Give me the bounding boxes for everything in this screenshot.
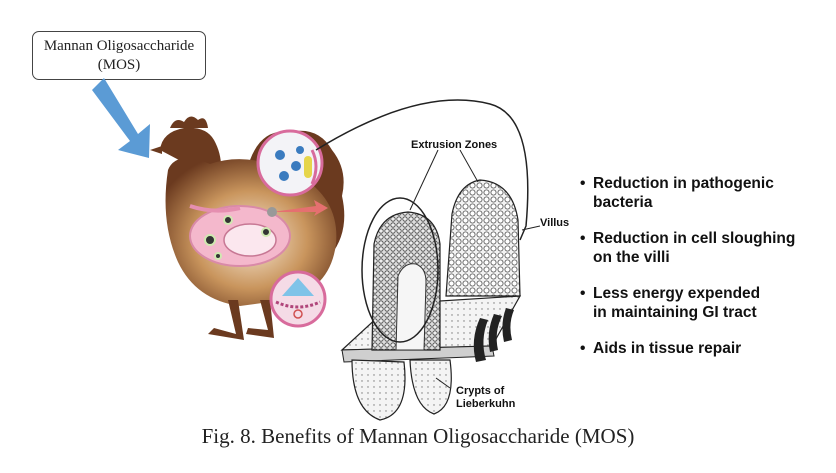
- figure-caption: Fig. 8. Benefits of Mannan Oligosacchari…: [201, 424, 635, 448]
- benefit-text: Aids in tissue repair: [593, 340, 742, 357]
- bullet-dot-icon: •: [580, 340, 586, 357]
- benefit-item: • Reduction in pathogenic bacteria: [580, 174, 830, 212]
- bacteria-magnifier-icon: [256, 129, 324, 197]
- mos-label-box: Mannan Oligosaccharide (MOS): [32, 31, 206, 80]
- blue-arrow-icon: [92, 78, 150, 158]
- villi-cross-section: [340, 149, 541, 421]
- bullet-dot-icon: •: [580, 285, 586, 302]
- benefit-item: • Less energy expended in maintaining GI…: [580, 284, 830, 322]
- connector-line: [315, 99, 529, 241]
- benefit-text: Reduction in pathogenic bacteria: [593, 175, 774, 211]
- mos-label-line2: (MOS): [97, 56, 141, 73]
- benefit-item: • Reduction in cell sloughing on the vil…: [580, 229, 830, 267]
- benefit-text: Less energy expended in maintaining GI t…: [593, 285, 761, 321]
- benefit-item: • Aids in tissue repair: [580, 339, 830, 358]
- extrusion-zones-label: Extrusion Zones: [411, 139, 497, 151]
- cells-magnifier-icon: [269, 270, 327, 328]
- benefits-list: • Reduction in pathogenic bacteria • Red…: [580, 174, 830, 375]
- crypts-label-line2: Lieberkuhn: [456, 398, 516, 410]
- bullet-dot-icon: •: [580, 230, 586, 247]
- benefit-text: Reduction in cell sloughing on the villi: [593, 230, 796, 266]
- villus-label: Villus: [540, 217, 569, 229]
- crypts-label-line1: Crypts of: [456, 385, 505, 397]
- bullet-dot-icon: •: [580, 175, 586, 192]
- mos-label-line1: Mannan Oligosaccharide: [43, 37, 195, 54]
